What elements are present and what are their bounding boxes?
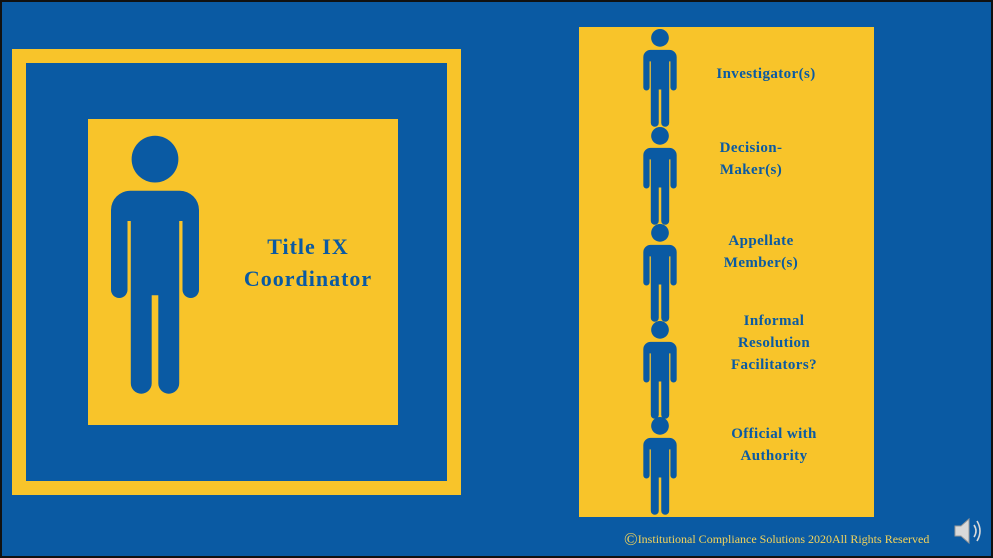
coordinator-label: Title IX Coordinator (243, 234, 373, 291)
person-icon (643, 29, 677, 127)
person-icon (643, 321, 677, 419)
person-icon (643, 127, 677, 225)
role-label-informal-resolution: Informal Resolution Facilitators? (730, 313, 817, 373)
copyright-symbol: © (624, 529, 638, 549)
coordinator-frame (12, 49, 461, 495)
role-label-decision-makers: Decision-Maker(s) (719, 140, 783, 178)
roles-panel: Investigator(s) Decision-Maker(s) Appell… (579, 27, 874, 517)
coordinator-panel: Title IX Coordinator (88, 119, 398, 425)
person-icon (643, 224, 677, 322)
person-icon (643, 417, 677, 515)
person-icon (111, 135, 199, 394)
copyright-notice: ©Institutional Compliance Solutions 2020… (624, 529, 929, 550)
copyright-text: Institutional Compliance Solutions 2020A… (637, 532, 930, 546)
role-label-investigators: Investigator(s) (716, 66, 816, 82)
role-label-official-with-authority: Official with Authority (731, 426, 817, 464)
speaker-icon[interactable] (952, 515, 986, 547)
role-label-appellate-members: Appellate Member(s) (723, 233, 799, 271)
